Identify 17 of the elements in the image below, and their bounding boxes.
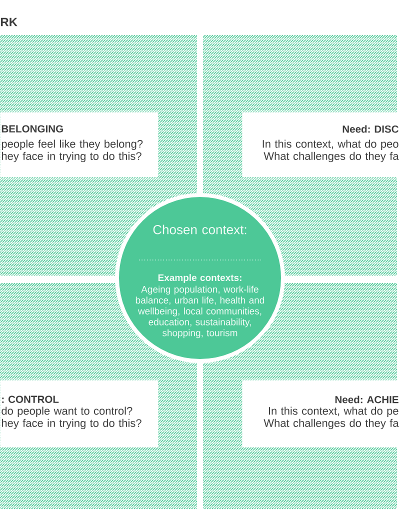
need-heading: BELONGING <box>2 125 63 132</box>
need-heading: : CONTROL <box>2 396 59 403</box>
question-text: In this context, what do pe What challenges do they fa <box>264 406 399 430</box>
question-card <box>242 380 400 448</box>
context-circle <box>115 193 285 363</box>
need-heading: Need: DISC <box>342 125 398 133</box>
examples-text: Ageing population, work-life balance, urban life, health and wellbeing, local communities, education, sustainability, shopping, tourism <box>136 286 264 338</box>
page-title: RK <box>1 18 18 26</box>
examples-heading: Example contexts: <box>158 274 242 283</box>
need-heading: Need: ACHIE <box>335 396 398 404</box>
circle-heading: Chosen context: <box>153 224 246 234</box>
question-card <box>242 112 400 178</box>
question-text: do people want to control? hey face in trying to do this? <box>2 406 142 430</box>
question-card <box>0 112 158 178</box>
question-text: people feel like they belong? hey face in trying to do this? <box>2 140 143 162</box>
question-card <box>0 380 158 448</box>
question-text: In this context, what do peo What challenges do they fa <box>262 140 399 162</box>
